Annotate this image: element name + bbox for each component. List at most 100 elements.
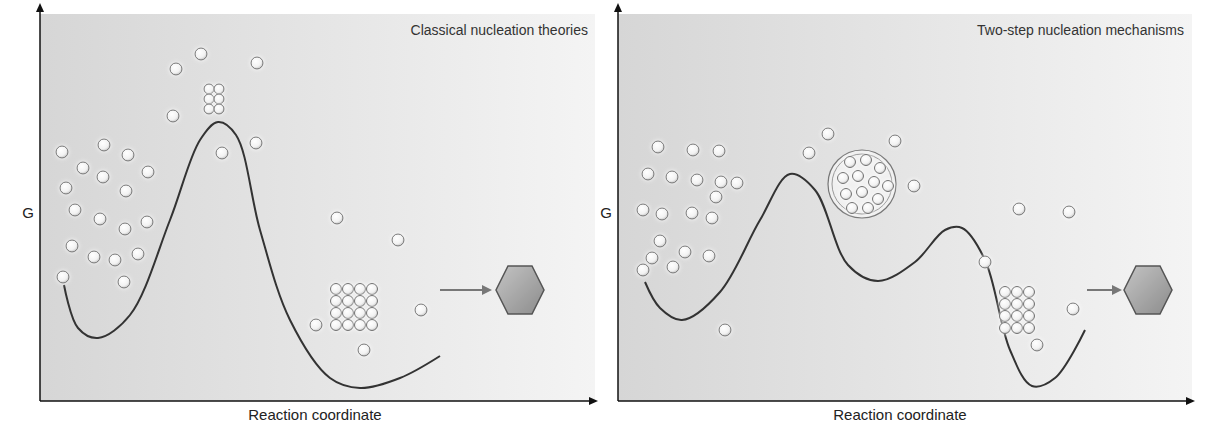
molecule xyxy=(343,308,354,319)
molecule xyxy=(691,174,703,186)
molecule xyxy=(642,168,654,180)
molecule xyxy=(118,276,130,288)
molecule xyxy=(1000,287,1011,298)
molecule xyxy=(60,182,72,194)
axis-label: Reaction coordinate xyxy=(833,406,966,424)
molecule xyxy=(331,296,342,307)
molecule xyxy=(654,235,666,247)
arrowhead xyxy=(1112,285,1122,295)
molecule xyxy=(869,177,880,188)
molecule xyxy=(331,320,342,331)
molecule xyxy=(97,171,109,183)
molecule xyxy=(883,181,894,192)
molecule xyxy=(646,252,658,264)
molecule xyxy=(706,212,718,224)
axis-arrowhead xyxy=(1186,397,1195,405)
molecule xyxy=(713,145,725,157)
molecule xyxy=(358,344,370,356)
molecule xyxy=(204,84,214,94)
molecule xyxy=(1012,323,1023,334)
arrow-line xyxy=(440,289,484,291)
axis-arrowhead xyxy=(589,397,598,405)
molecule xyxy=(355,284,366,295)
molecule xyxy=(1012,311,1023,322)
molecule xyxy=(908,180,920,192)
molecule xyxy=(94,213,106,225)
molecule xyxy=(637,264,649,276)
molecule xyxy=(873,194,884,205)
molecule xyxy=(355,296,366,307)
molecule xyxy=(656,208,668,220)
molecule xyxy=(667,261,679,273)
molecule xyxy=(132,248,144,260)
molecule xyxy=(687,144,699,156)
molecule xyxy=(679,246,691,258)
molecule xyxy=(710,191,722,203)
molecule xyxy=(841,189,852,200)
molecule xyxy=(367,296,378,307)
molecule xyxy=(1067,303,1079,315)
molecule xyxy=(415,304,427,316)
molecule xyxy=(167,110,179,122)
dense-liquid-droplet xyxy=(828,150,896,218)
molecule xyxy=(731,177,743,189)
molecule xyxy=(343,296,354,307)
molecule xyxy=(1063,206,1075,218)
molecule xyxy=(1024,287,1035,298)
molecule xyxy=(847,203,858,214)
molecule xyxy=(1024,311,1035,322)
molecule xyxy=(355,320,366,331)
molecule xyxy=(66,240,78,252)
molecule xyxy=(392,234,404,246)
molecule xyxy=(214,94,224,104)
arrow-line xyxy=(1087,289,1114,291)
crystal-hexagon xyxy=(496,266,544,314)
molecule xyxy=(214,104,224,114)
molecule xyxy=(251,57,263,69)
molecule xyxy=(250,137,262,149)
molecule xyxy=(331,212,343,224)
axis-label: Reaction coordinate xyxy=(248,406,381,424)
molecule xyxy=(652,141,664,153)
molecule xyxy=(331,284,342,295)
molecule xyxy=(857,187,868,198)
molecule xyxy=(822,128,834,140)
molecule xyxy=(1012,299,1023,310)
molecule xyxy=(861,155,872,166)
molecule xyxy=(119,223,131,235)
molecule xyxy=(1024,299,1035,310)
axis-label: G xyxy=(22,204,34,222)
molecule xyxy=(715,176,727,188)
y-axis xyxy=(617,10,619,401)
panel-title: Two-step nucleation mechanisms xyxy=(977,22,1184,39)
molecule xyxy=(803,147,815,159)
y-axis xyxy=(39,10,41,401)
panel-background xyxy=(618,14,1192,401)
energy-curve xyxy=(64,122,440,388)
molecule xyxy=(367,320,378,331)
molecule xyxy=(170,63,182,75)
molecule xyxy=(637,204,649,216)
energy-curve xyxy=(645,174,1085,387)
x-axis xyxy=(40,400,593,402)
x-axis xyxy=(618,400,1190,402)
molecule xyxy=(666,171,678,183)
molecule xyxy=(1000,311,1011,322)
molecule xyxy=(1000,323,1011,334)
molecule xyxy=(331,308,342,319)
molecule xyxy=(703,250,715,262)
molecule xyxy=(204,94,214,104)
molecule xyxy=(343,284,354,295)
molecule xyxy=(57,271,69,283)
molecule xyxy=(216,147,228,159)
molecule xyxy=(367,284,378,295)
arrowhead xyxy=(482,285,492,295)
molecule xyxy=(838,173,849,184)
molecule xyxy=(1000,299,1011,310)
molecule xyxy=(98,139,110,151)
molecule xyxy=(109,254,121,266)
molecule xyxy=(845,157,856,168)
molecule xyxy=(214,84,224,94)
crystal-hexagon xyxy=(1124,266,1172,314)
